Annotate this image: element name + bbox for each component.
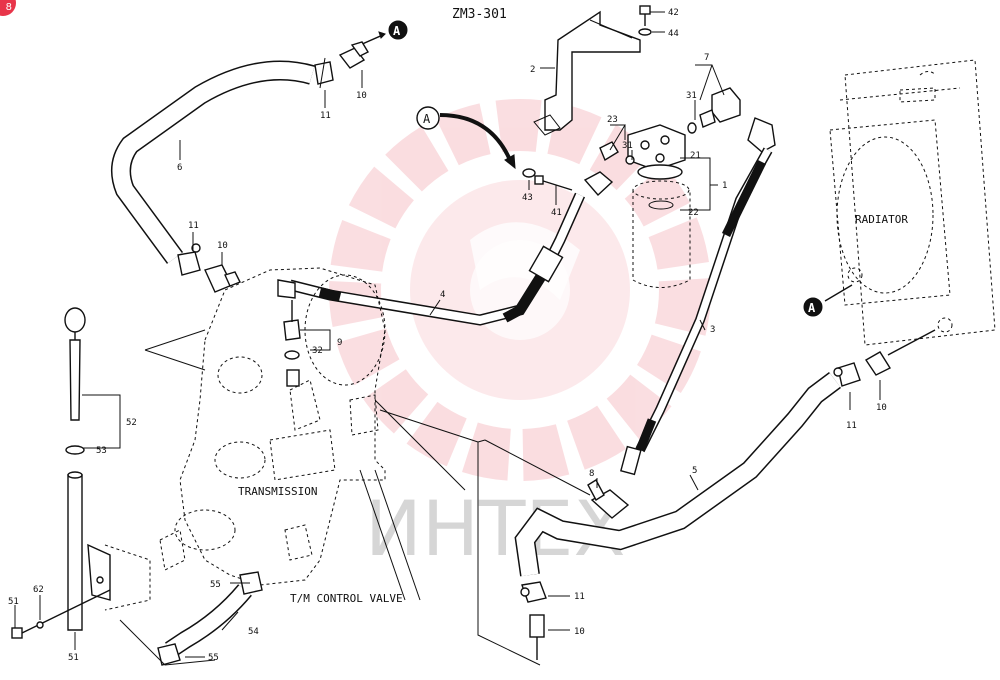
part-label-22: 22 [688,208,699,218]
part-label-10c: 10 [876,403,887,413]
part-label-21: 21 [690,151,701,161]
dipstick-bracket [87,543,151,611]
filter-bracket [533,10,641,136]
ref-marker-radiator: A [803,284,853,317]
nipple-10-radiator [865,329,936,376]
nipple-10-upper [338,41,369,69]
part-label-52: 52 [126,418,137,428]
part-label-41: 41 [551,208,562,218]
hose-5 [514,372,841,577]
port-fitting [286,369,300,387]
part-label-8: 8 [589,469,594,479]
leader-lines [14,11,881,658]
part-label-10b: 10 [217,241,228,251]
part-label-31b: 31 [622,141,633,151]
radiator [829,59,996,346]
part-label-11b: 11 [188,221,199,231]
fitting-9 [283,300,301,341]
part-label-55b: 55 [208,653,219,663]
part-label-10d: 10 [574,627,585,637]
clamp-55-lower [157,643,181,666]
part-label-51a: 51 [8,597,19,607]
part-label-42: 42 [668,8,679,18]
part-label-11a: 11 [320,111,331,121]
part-label-23: 23 [607,115,618,125]
part-label-44: 44 [668,29,679,39]
radiator-label: RADIATOR [855,213,908,226]
oring-31 [687,122,697,134]
watermark-logo [329,99,711,481]
svg-text:A: A [423,112,431,126]
clamp-11-bottom [520,581,547,603]
oring-32 [284,350,300,360]
part-label-4: 4 [440,290,445,300]
control-valve-label: T/M CONTROL VALVE [290,592,403,605]
bolt-42 [639,5,651,26]
part-label-51b: 51 [68,653,79,663]
svg-text:A: A [393,24,401,38]
part-label-10a: 10 [356,91,367,101]
part-label-5: 5 [692,466,697,476]
filter-head [627,124,686,171]
part-label-2: 2 [530,65,535,75]
part-label-62: 62 [33,585,44,595]
washer-62 [36,621,44,629]
washer-44 [638,28,652,36]
nipple-10-lower [204,264,241,293]
bolt-51 [11,589,111,639]
part-label-7: 7 [704,53,709,63]
diagram-code: ZM3-301 [452,7,507,22]
part-label-43: 43 [522,193,533,203]
corner-badge: 8 [0,0,16,16]
part-label-11d: 11 [574,592,585,602]
clamp-55-upper [239,571,263,595]
part-label-54: 54 [248,627,259,637]
fitting-8 [587,479,630,519]
part-label-55a: 55 [210,580,221,590]
dipstick [64,307,86,631]
part-label-32: 32 [312,346,323,356]
hose-4 [277,171,614,326]
filter-element [632,164,691,288]
transmission [159,267,386,586]
part-label-11c: 11 [846,421,857,431]
clamp-11-lower [177,243,201,276]
hose-54 [165,584,252,658]
part-label-53: 53 [96,446,107,456]
part-labels: 42 44 7 2 31 23 31 21 1 22 43 41 10 11 6… [8,8,887,663]
hose-6 [111,60,315,264]
part-label-31a: 31 [686,91,697,101]
part-label-1: 1 [722,181,727,191]
part-label-9: 9 [337,338,342,348]
part-label-3: 3 [710,325,715,335]
ref-marker-filter: A [416,106,516,170]
clamp-11-radiator [833,362,861,387]
elbow-fitting-7 [699,87,741,128]
part-label-6: 6 [177,163,182,173]
nipple-10-bottom [529,614,545,660]
svg-text:A: A [808,301,816,315]
clamp-11-upper [314,57,334,89]
washer-43 [522,168,536,178]
ref-marker-top: A [359,20,408,46]
transmission-label: TRANSMISSION [238,485,317,498]
